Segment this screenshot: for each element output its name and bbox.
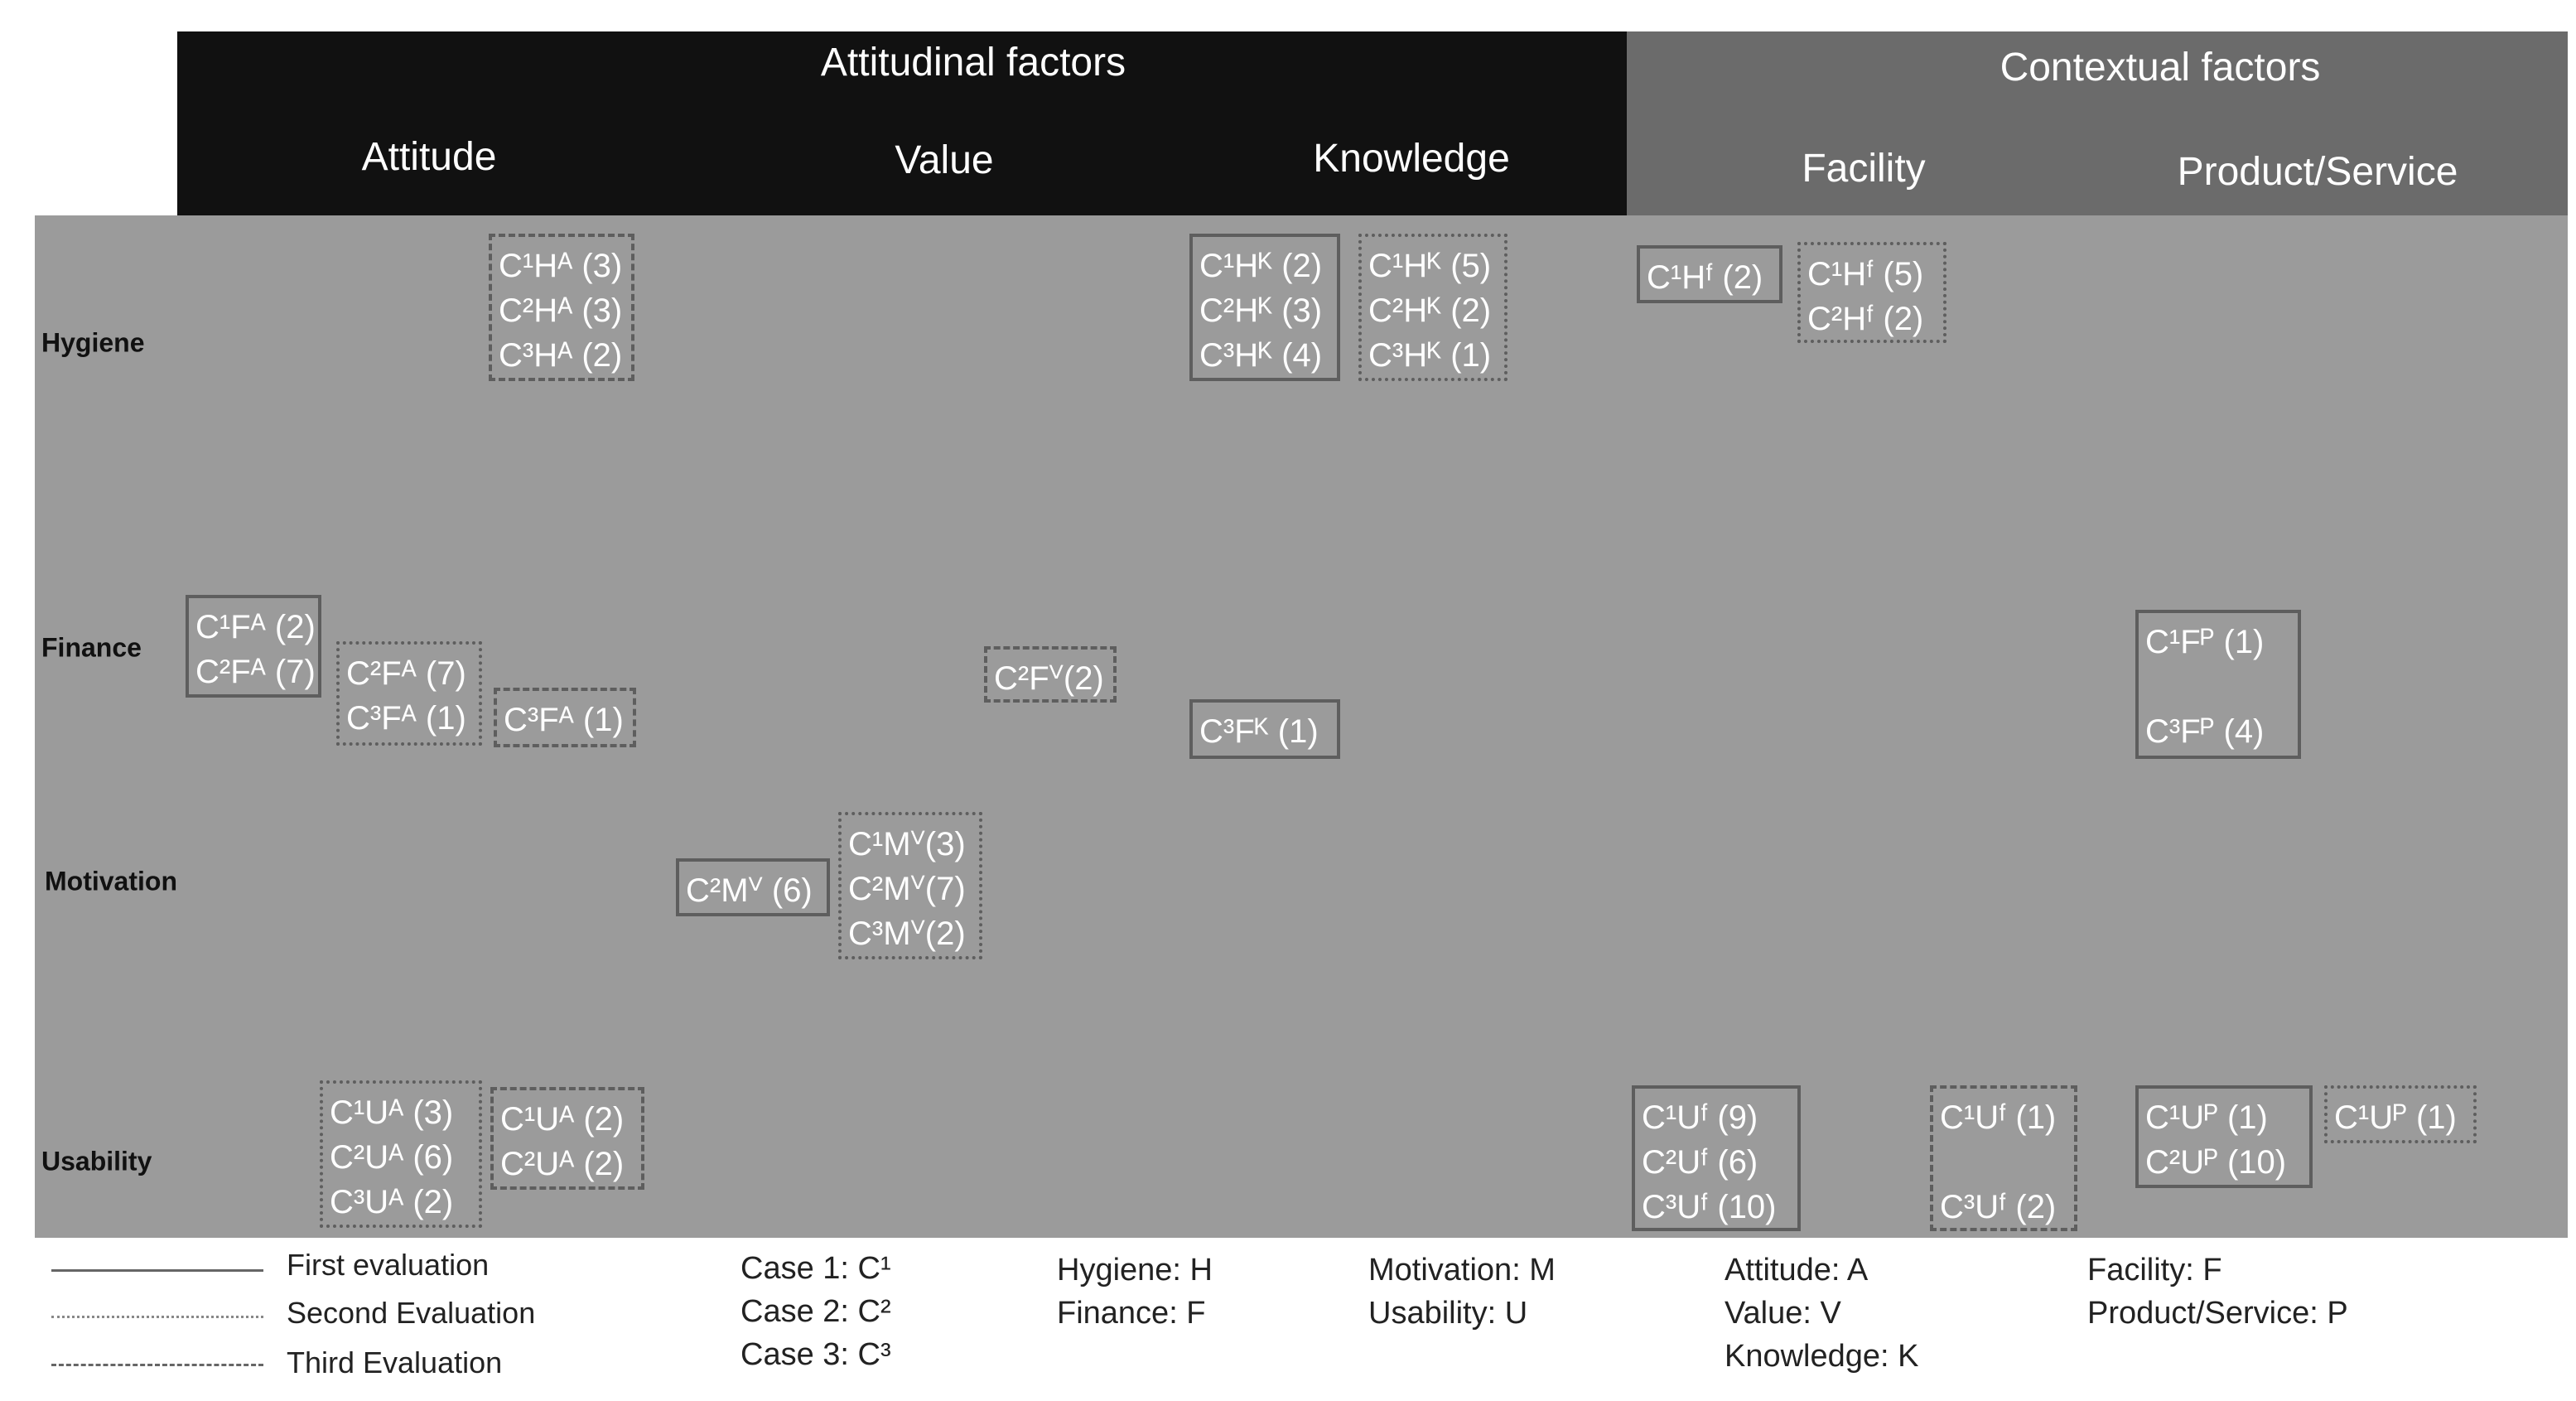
first-evaluation-line (51, 1269, 263, 1272)
box-entry: C³Uᶠ (10) (1642, 1189, 1777, 1225)
box-entry: C³Hᴬ (2) (499, 337, 623, 374)
box-entry: C³Hᴷ (1) (1368, 337, 1492, 374)
contextual-header-band (1627, 31, 2568, 215)
box-entry: C³Uᴬ (2) (330, 1184, 454, 1220)
finance-value-box: C²Fⱽ(2) (984, 646, 1117, 703)
usability-facility-box: C¹Uᶠ (9) C²Uᶠ (6) C³Uᶠ (10) (1632, 1085, 1801, 1231)
box-entry: C²Uᴬ (6) (330, 1139, 454, 1176)
motivation-value-box: C¹Mⱽ(3) C²Mⱽ(7) C³Mⱽ(2) (838, 812, 982, 959)
legend-value: Value: V (1725, 1296, 1841, 1331)
legend-case-3: Case 3: C³ (740, 1337, 891, 1372)
finance-attitude-box: C²Fᴬ (7) C³Fᴬ (1) (336, 641, 482, 746)
box-entry: C²Mⱽ (6) (686, 872, 813, 909)
box-entry: C¹Hᶠ (5) (1807, 256, 1924, 292)
box-entry: C²Mⱽ(7) (848, 871, 966, 907)
box-entry: C²Fᴬ (7) (195, 654, 316, 690)
legend-usability: Usability: U (1368, 1296, 1528, 1331)
legend-second-evaluation: Second Evaluation (287, 1296, 536, 1330)
box-entry: C²Hᴬ (3) (499, 292, 623, 329)
legend-attitude: Attitude: A (1725, 1253, 1869, 1287)
column-facility: Facility (1802, 147, 1926, 191)
legend-product-service: Product/Service: P (2087, 1296, 2348, 1331)
box-entry: C¹Mⱽ(3) (848, 826, 966, 862)
box-entry: C²Uᴾ (10) (2145, 1144, 2287, 1181)
hygiene-knowledge-box: C¹Hᴷ (2) C²Hᴷ (3) C³Hᴷ (4) (1189, 234, 1340, 381)
finance-attitude-box: C¹Fᴬ (2) C²Fᴬ (7) (186, 595, 321, 698)
box-entry: C²Hᶠ (2) (1807, 301, 1924, 337)
box-entry: C²Hᴷ (2) (1368, 292, 1492, 329)
legend-knowledge: Knowledge: K (1725, 1339, 1919, 1374)
box-entry: C¹Hᴷ (2) (1199, 248, 1323, 284)
row-label-usability: Usability (41, 1146, 152, 1176)
hygiene-attitude-box: C¹Hᴬ (3) C²Hᴬ (3) C³Hᴬ (2) (489, 234, 634, 381)
column-knowledge: Knowledge (1313, 137, 1510, 181)
row-label-finance: Finance (41, 632, 142, 663)
usability-facility-box: C¹Uᶠ (1) C³Uᶠ (2) (1930, 1085, 2077, 1231)
box-entry: C¹Fᴬ (2) (195, 609, 316, 645)
box-entry: C¹Hᶠ (2) (1647, 259, 1763, 296)
legend-third-evaluation: Third Evaluation (287, 1345, 503, 1379)
box-entry: C¹Uᴾ (1) (2145, 1099, 2268, 1136)
motivation-value-box: C²Mⱽ (6) (676, 858, 830, 916)
box-entry (2145, 664, 2291, 709)
usability-attitude-box: C¹Uᴬ (2) C²Uᴬ (2) (490, 1087, 644, 1190)
box-entry: C³Uᶠ (2) (1940, 1189, 2057, 1225)
attitudinal-factors-title: Attitudinal factors (820, 41, 1126, 85)
box-entry: C¹Uᴾ (1) (2334, 1099, 2457, 1136)
row-label-motivation: Motivation (45, 866, 177, 896)
box-entry: C³Hᴷ (4) (1199, 337, 1323, 374)
box-entry: C³Fᴬ (1) (346, 700, 466, 737)
finance-knowledge-box: C³Fᴷ (1) (1189, 699, 1340, 759)
attitudinal-header-band (177, 31, 1627, 215)
box-entry: C³Fᴷ (1) (1199, 713, 1319, 750)
box-entry: C¹Fᴾ (1) (2145, 624, 2265, 660)
finance-attitude-box: C³Fᴬ (1) (494, 688, 636, 747)
matrix-area (35, 215, 2568, 1238)
column-product-service: Product/Service (2177, 150, 2458, 194)
hygiene-facility-box: C¹Hᶠ (2) (1637, 245, 1782, 303)
third-evaluation-line (51, 1364, 263, 1366)
legend-case-2: Case 2: C² (740, 1294, 891, 1329)
legend-motivation: Motivation: M (1368, 1253, 1556, 1287)
box-entry: C²Fᴬ (7) (346, 655, 466, 692)
box-entry: C³Mⱽ(2) (848, 915, 966, 952)
box-entry: C³Fᴾ (4) (2145, 713, 2265, 750)
row-label-hygiene: Hygiene (41, 327, 145, 358)
hygiene-knowledge-box: C¹Hᴷ (5) C²Hᴷ (2) C³Hᴷ (1) (1358, 234, 1507, 381)
box-entry: C¹Uᶠ (1) (1940, 1099, 2057, 1136)
box-entry: C²Fⱽ(2) (994, 660, 1104, 697)
box-entry: C¹Uᴬ (3) (330, 1094, 454, 1131)
box-entry: C³Fᴬ (1) (504, 702, 624, 738)
finance-product-service-box: C¹Fᴾ (1) C³Fᴾ (4) (2135, 610, 2301, 759)
column-attitude: Attitude (361, 135, 497, 179)
legend-hygiene: Hygiene: H (1057, 1253, 1213, 1287)
second-evaluation-line (51, 1316, 263, 1318)
usability-product-service-box: C¹Uᴾ (1) C²Uᴾ (10) (2135, 1085, 2313, 1188)
contextual-factors-title: Contextual factors (2000, 46, 2321, 89)
legend-facility: Facility: F (2087, 1253, 2222, 1287)
legend-case-1: Case 1: C¹ (740, 1251, 891, 1286)
box-entry: C¹Uᴬ (2) (500, 1101, 625, 1138)
box-entry: C²Uᴬ (2) (500, 1146, 625, 1182)
hygiene-facility-box: C¹Hᶠ (5) C²Hᶠ (2) (1797, 242, 1946, 343)
legend-finance: Finance: F (1057, 1296, 1206, 1331)
box-entry: C¹Hᴷ (5) (1368, 248, 1492, 284)
box-entry (1940, 1140, 2067, 1185)
legend-first-evaluation: First evaluation (287, 1248, 490, 1282)
box-entry: C²Hᴷ (3) (1199, 292, 1323, 329)
box-entry: C²Uᶠ (6) (1642, 1144, 1758, 1181)
box-entry: C¹Uᶠ (9) (1642, 1099, 1758, 1136)
usability-attitude-box: C¹Uᴬ (3) C²Uᴬ (6) C³Uᴬ (2) (320, 1080, 482, 1228)
usability-product-service-box: C¹Uᴾ (1) (2324, 1085, 2477, 1143)
column-value: Value (895, 138, 994, 182)
box-entry: C¹Hᴬ (3) (499, 248, 623, 284)
